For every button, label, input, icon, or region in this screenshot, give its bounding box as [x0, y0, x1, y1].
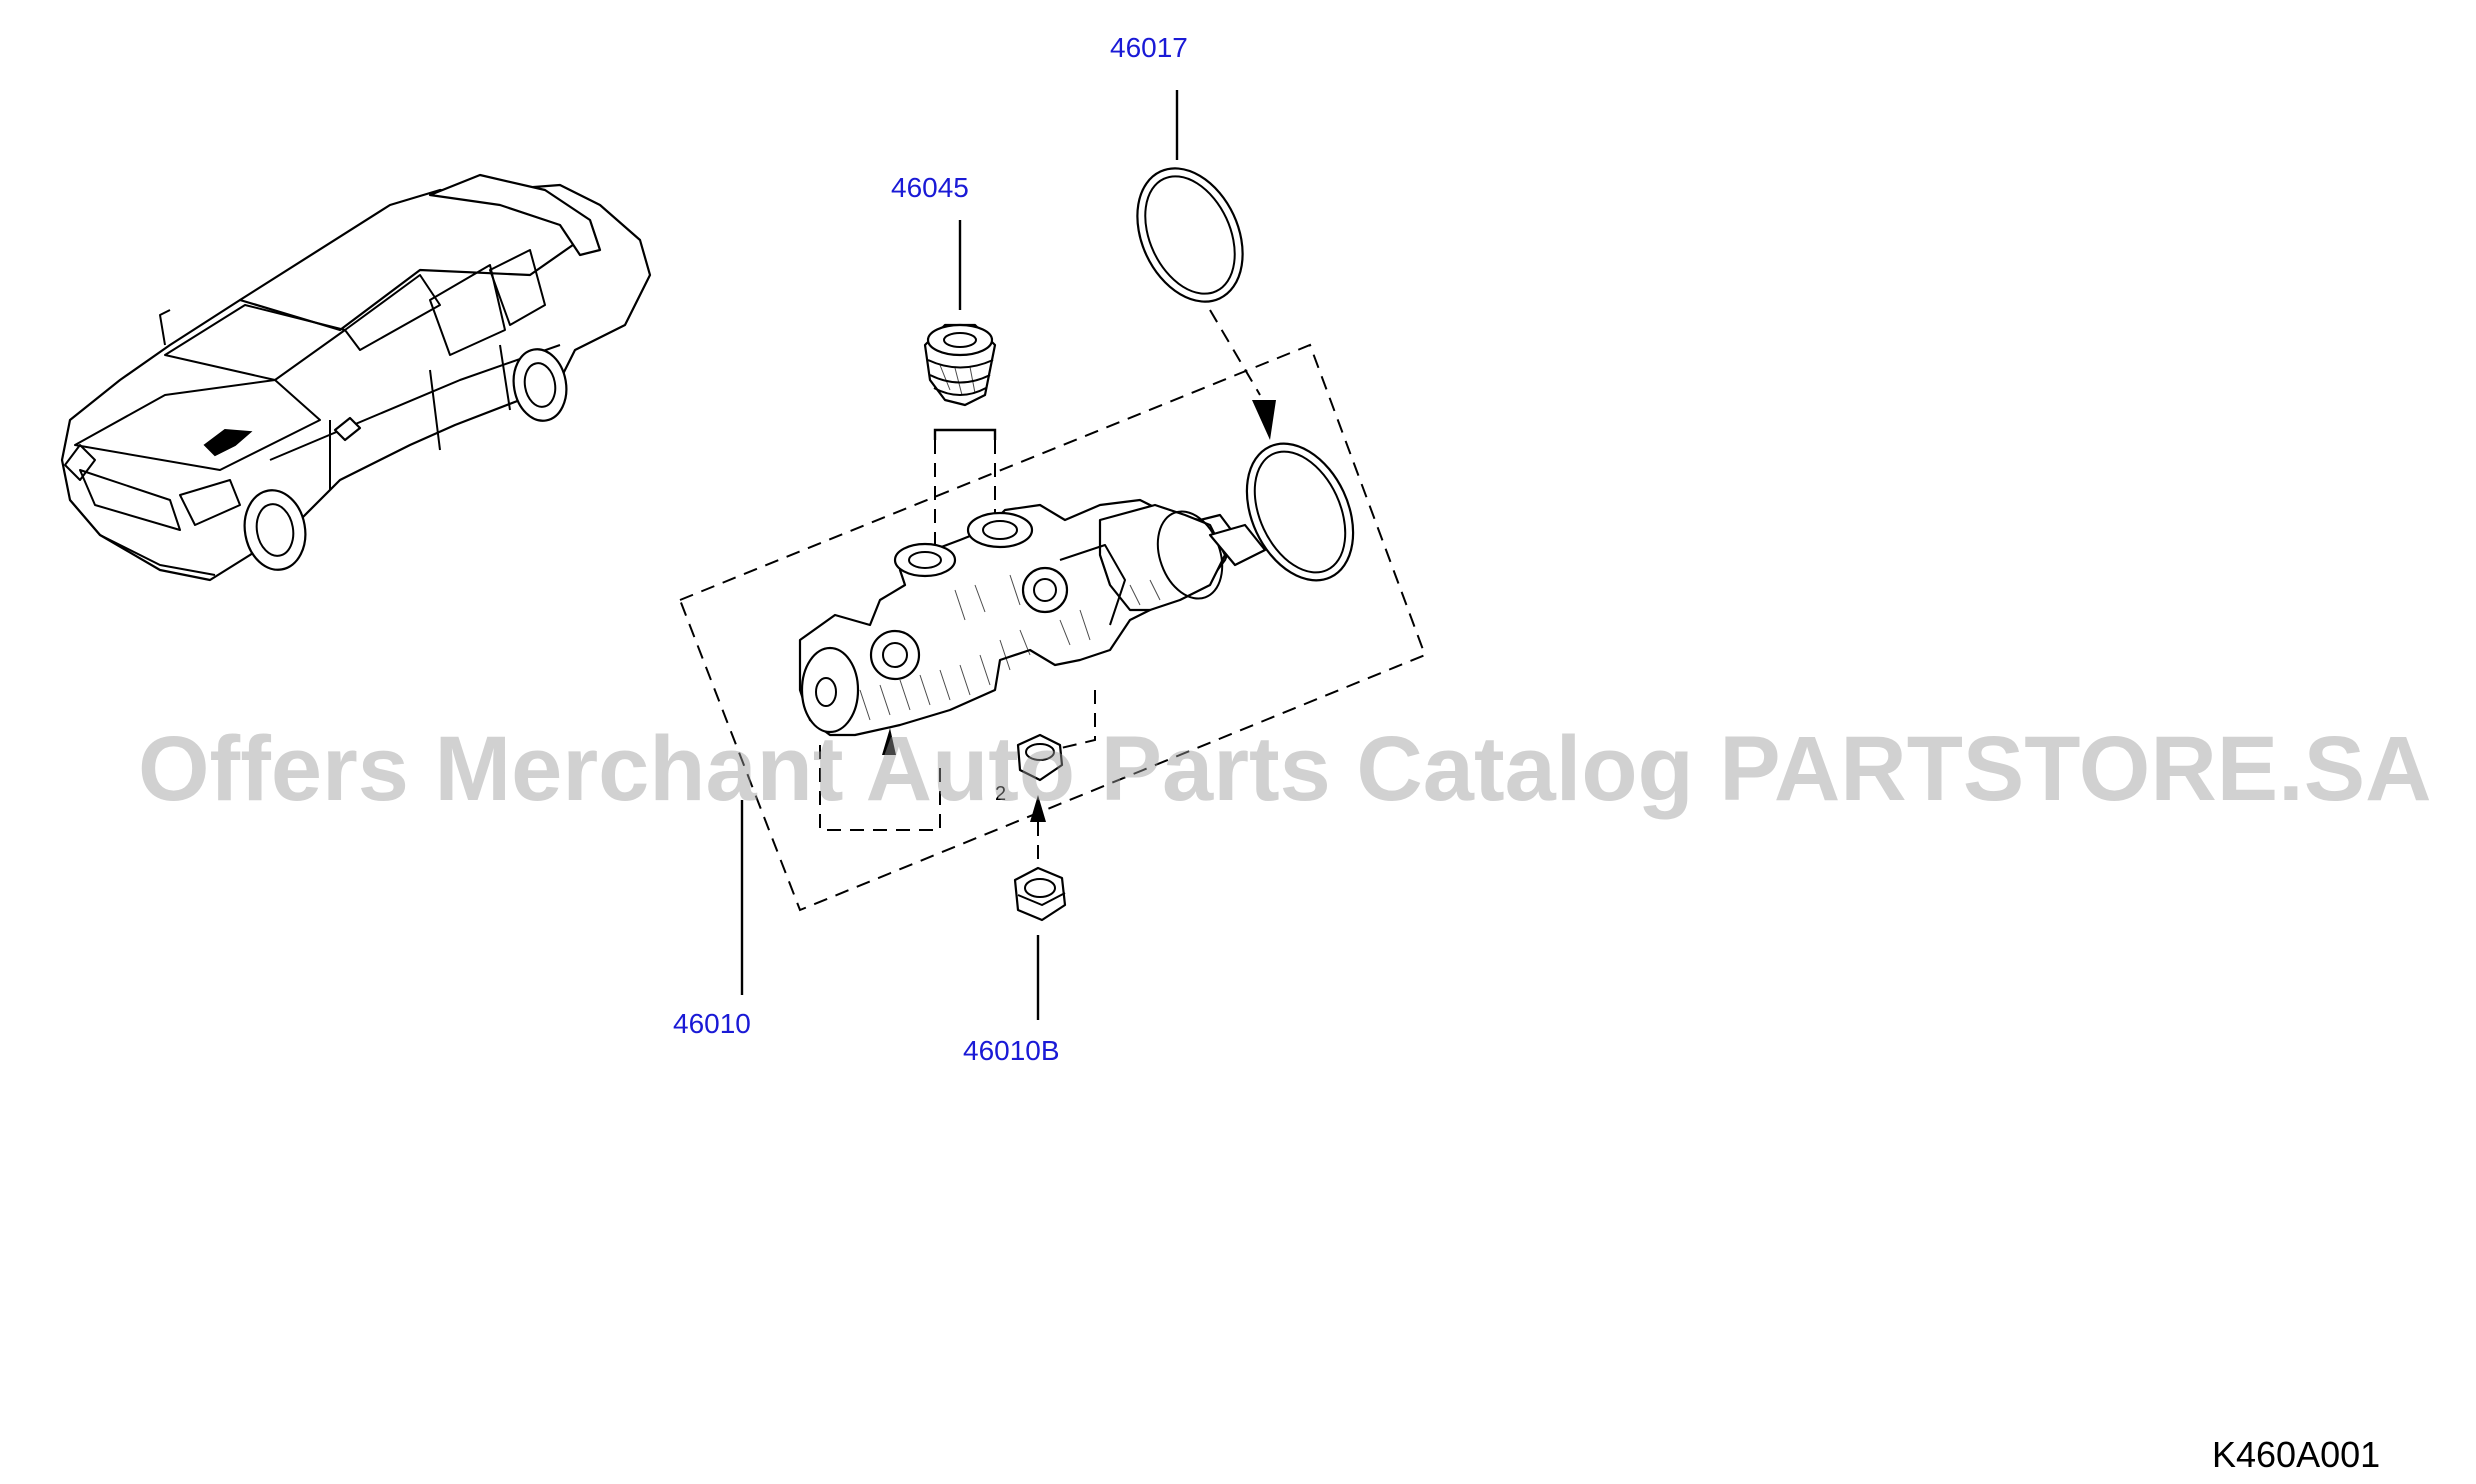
direction-arrow [1252, 400, 1276, 440]
quantity-marker: 2 [995, 783, 1006, 805]
assembly-outline [678, 343, 1427, 912]
label-part-46045[interactable]: 46045 [891, 172, 969, 203]
label-part-46010B[interactable]: 46010B [963, 1035, 1060, 1066]
direction-arrow-nut [1030, 795, 1046, 822]
direction-arrow-left [882, 728, 896, 755]
grommet-part-46045[interactable] [923, 323, 997, 407]
seal-ring-installed [1245, 442, 1355, 582]
label-part-46017[interactable]: 46017 [1110, 32, 1188, 63]
nut-upper [1016, 733, 1064, 782]
master-cylinder-part-46010[interactable] [798, 498, 1267, 737]
seal-ring-part-46017[interactable] [1117, 151, 1263, 318]
diagram-code: K460A001 [2212, 1434, 2380, 1475]
vehicle-illustration [60, 173, 652, 582]
label-part-46010[interactable]: 46010 [673, 1008, 751, 1039]
nut-part-46010B[interactable] [1013, 866, 1067, 922]
part-location-marker [203, 428, 253, 457]
watermark-text: Offers Merchant Auto Parts Catalog PARTS… [138, 718, 2432, 820]
